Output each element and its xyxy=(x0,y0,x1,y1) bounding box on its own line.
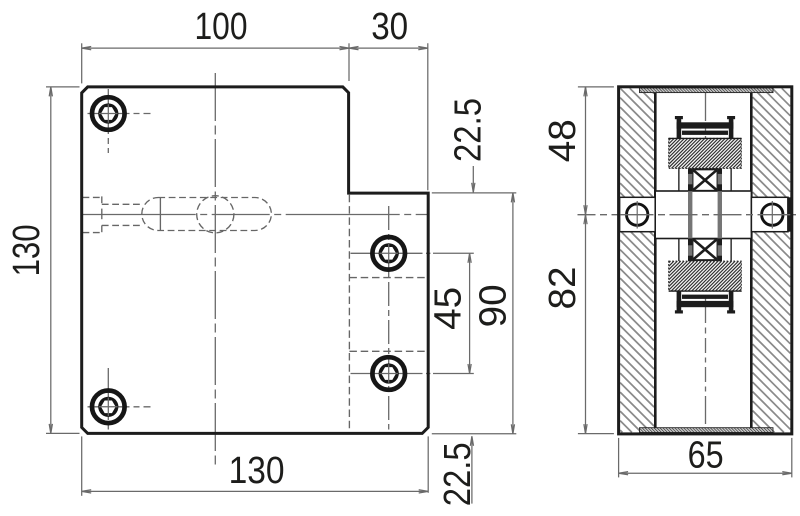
svg-text:30: 30 xyxy=(371,6,408,48)
svg-text:48: 48 xyxy=(542,119,584,162)
svg-text:90: 90 xyxy=(473,284,515,327)
svg-text:100: 100 xyxy=(195,6,248,48)
svg-text:22.5: 22.5 xyxy=(448,98,490,162)
svg-text:130: 130 xyxy=(229,450,285,492)
svg-text:130: 130 xyxy=(6,224,48,276)
svg-text:22.5: 22.5 xyxy=(437,442,479,506)
svg-text:65: 65 xyxy=(688,435,724,477)
svg-text:82: 82 xyxy=(542,267,584,310)
svg-text:45: 45 xyxy=(427,287,469,330)
